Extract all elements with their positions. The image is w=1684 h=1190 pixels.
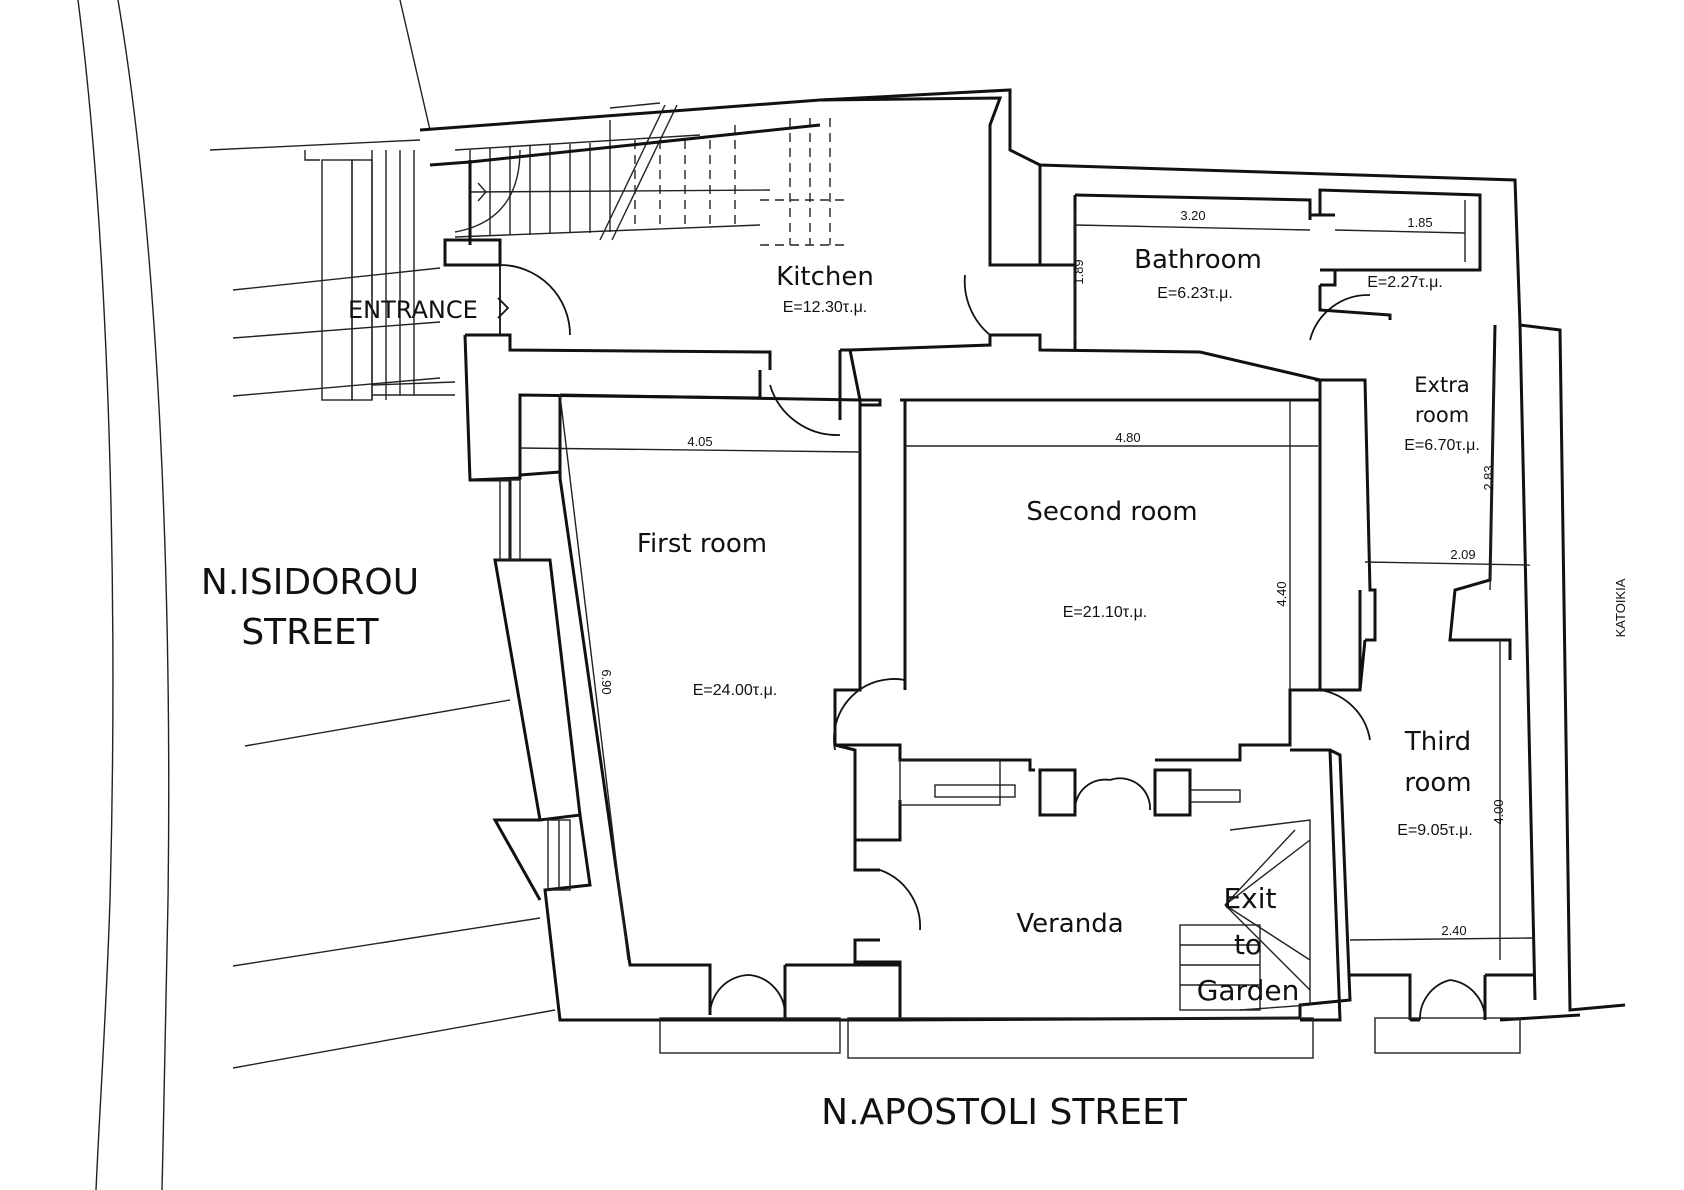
dim-wc-width: 1.85 [1407, 215, 1432, 230]
kitchen-area: E=12.30τ.μ. [783, 299, 867, 316]
dim-bathroom-depth: 1.89 [1071, 259, 1086, 284]
west-street-label-line1: N.ISIDOROU [201, 562, 419, 603]
bathroom-label: Bathroom [1134, 245, 1262, 275]
exit-label-line3: Garden [1197, 974, 1300, 1007]
exit-label-line2: to [1234, 928, 1262, 961]
first-room-label: First room [637, 529, 767, 559]
kitchen-label: Kitchen [776, 262, 874, 292]
third-room-label-line2: room [1404, 768, 1471, 798]
entrance-steps [209, 139, 456, 401]
extra-room-label-line2: room [1415, 403, 1469, 427]
windows [499, 479, 1521, 1059]
first-room-area: E=24.00τ.μ. [693, 682, 777, 699]
dim-third-room-depth: 4.00 [1491, 799, 1506, 824]
entrance-arrow-icon [497, 297, 510, 319]
door-swings [499, 264, 1486, 1021]
dim-extra-room-depth: 2.83 [1481, 465, 1496, 490]
dim-second-room-width: 4.80 [1115, 430, 1140, 445]
extra-room-label-line1: Extra [1414, 373, 1469, 397]
third-room-label-line1: Third [1404, 727, 1471, 757]
third-room-area: E=9.05τ.μ. [1397, 822, 1473, 839]
dim-first-room-width: 4.05 [687, 434, 712, 449]
south-street-label: N.APOSTOLI STREET [821, 1092, 1188, 1133]
exit-label-line1: Exit [1223, 882, 1276, 915]
bathroom-area: E=6.23τ.μ. [1157, 285, 1233, 302]
dim-first-room-length: 6.90 [599, 669, 614, 694]
dimension-lines [519, 200, 1536, 961]
dim-third-room-width: 2.40 [1441, 923, 1466, 938]
staircase [454, 102, 850, 246]
second-room-area: E=21.10τ.μ. [1063, 604, 1147, 621]
walls [419, 88, 1626, 1022]
extra-room-area: E=6.70τ.μ. [1404, 437, 1480, 454]
veranda-label: Veranda [1016, 909, 1123, 939]
wc-area: E=2.27τ.μ. [1367, 274, 1443, 291]
dim-bathroom-width: 3.20 [1180, 208, 1205, 223]
east-side-note: KATOIKIA [1613, 578, 1628, 637]
entrance-label: ENTRANCE [348, 296, 478, 324]
dim-extra-room-width: 2.09 [1450, 547, 1475, 562]
second-room-label: Second room [1026, 497, 1197, 527]
dim-second-room-depth: 4.40 [1274, 581, 1289, 606]
west-street-label-line2: STREET [241, 612, 379, 653]
street-curb-lines [77, 0, 556, 1190]
garden-stairs [1179, 819, 1311, 1011]
